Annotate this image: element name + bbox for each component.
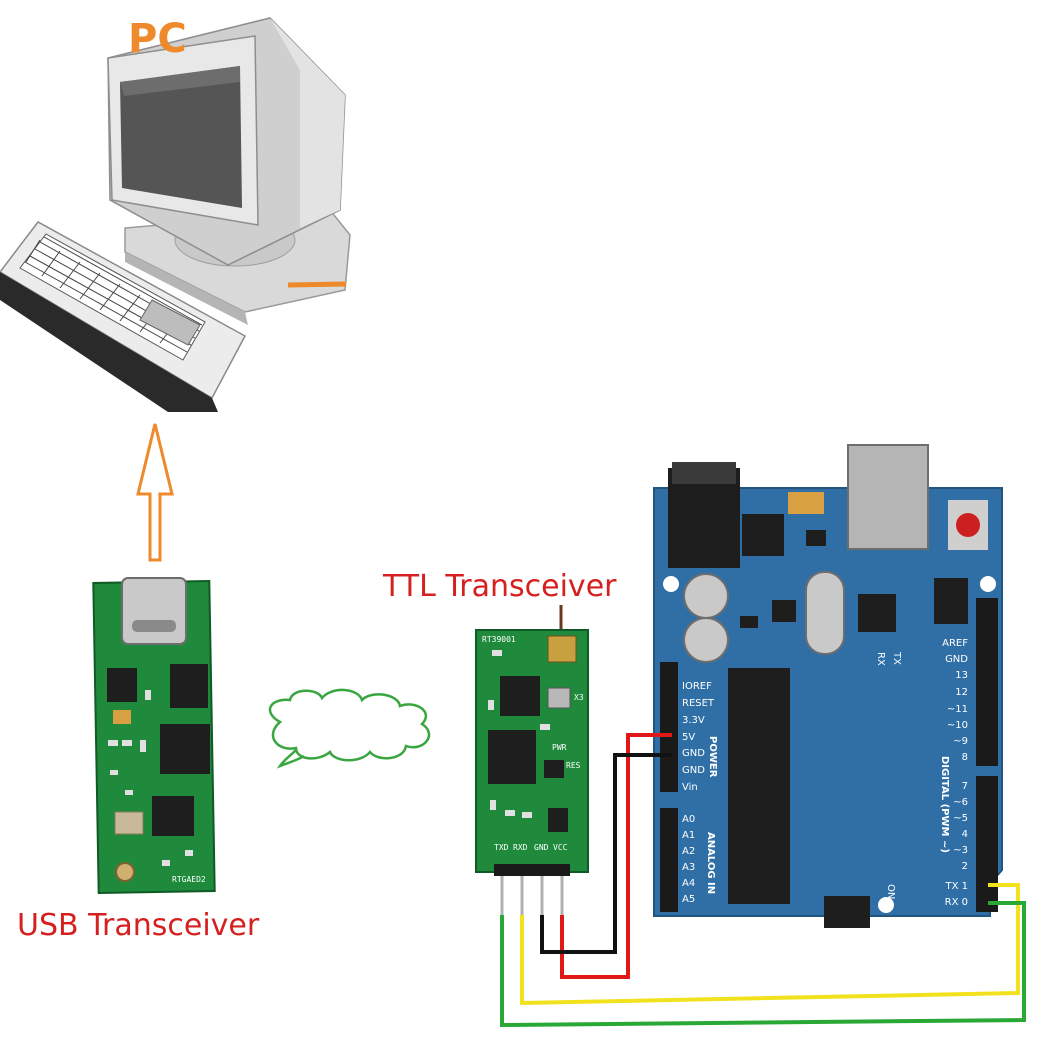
pin-3: ~3 xyxy=(953,845,968,856)
wire-rxd-tx1 xyxy=(520,883,1020,1006)
pin-reset: RESET xyxy=(682,698,715,709)
pc-label: PC xyxy=(128,16,187,62)
pin-3v3: 3.3V xyxy=(682,715,705,726)
pin-12: 12 xyxy=(955,687,968,698)
ttl-silk-x3: X3 xyxy=(574,693,584,702)
arduino-board xyxy=(653,444,1003,928)
ttl-pin-txd: TXD xyxy=(494,843,509,852)
digital-title: DIGITAL (PWM ~) xyxy=(939,756,950,853)
pin-a4: A4 xyxy=(682,878,695,889)
pin-aref: AREF xyxy=(942,638,968,649)
pin-7: 7 xyxy=(962,781,968,792)
pin-5v: 5V xyxy=(682,732,695,743)
ttl-silk-res: RES xyxy=(566,761,581,770)
analog-title: ANALOG IN xyxy=(705,832,716,894)
wireless-cloud-icon xyxy=(268,688,431,769)
ttl-silk-pwr: PWR xyxy=(552,743,567,752)
led-tx-label: TX xyxy=(891,651,902,665)
arduino-digital-pins: AREF GND 13 12 ~11 ~10 ~9 8 7 ~6 ~5 4 ~3… xyxy=(939,638,968,908)
wire-gnd-gnd xyxy=(540,753,672,954)
led-rx-label: RX xyxy=(875,652,886,666)
ttl-board-silk: RT39001 xyxy=(482,635,516,644)
pin-11: ~11 xyxy=(947,704,968,715)
pin-a5: A5 xyxy=(682,894,695,905)
ttl-pin-vcc: VCC xyxy=(553,843,568,852)
pin-a1: A1 xyxy=(682,830,695,841)
pin-6: ~6 xyxy=(953,797,968,808)
led-on-label: ON xyxy=(885,884,896,899)
upload-arrow-icon xyxy=(136,423,174,562)
ttl-transceiver-label: TTL Transceiver xyxy=(382,569,617,604)
pin-13: 13 xyxy=(955,670,968,681)
ttl-pin-gnd: GND xyxy=(534,843,549,852)
pin-tx1: TX 1 xyxy=(945,881,969,892)
pin-a3: A3 xyxy=(682,862,695,873)
ttl-transceiver-board: RT39001 PWR RES X3 TXD RXD GND VCC xyxy=(475,605,589,915)
arduino-analog-pins: A0 A1 A2 A3 A4 A5 ANALOG IN xyxy=(682,814,716,905)
arduino-power-pins: IOREF RESET 3.3V 5V GND GND Vin POWER xyxy=(682,681,718,793)
pin-2: 2 xyxy=(962,861,968,872)
wire-txd-rx0 xyxy=(500,901,1026,1028)
usb-board-silk: RTGAED2 xyxy=(172,875,206,884)
pin-gnd-1: GND xyxy=(682,748,705,759)
pin-gnd-3: GND xyxy=(945,654,968,665)
power-title: POWER xyxy=(707,736,718,778)
pin-9: ~9 xyxy=(953,736,968,747)
pin-a0: A0 xyxy=(682,814,695,825)
pin-4: 4 xyxy=(962,829,968,840)
usb-transceiver-label: USB Transceiver xyxy=(17,908,260,943)
pin-gnd-2: GND xyxy=(682,765,705,776)
pin-ioref: IOREF xyxy=(682,681,712,692)
computer-icon xyxy=(0,17,351,412)
pin-rx0: RX 0 xyxy=(945,897,968,908)
pin-8: 8 xyxy=(962,752,968,763)
pin-10: ~10 xyxy=(947,720,968,731)
pin-5: ~5 xyxy=(953,813,968,824)
usb-transceiver-board: RTGAED2 xyxy=(92,577,216,895)
pin-vin: Vin xyxy=(682,782,698,793)
wire-vcc-5v xyxy=(560,733,672,979)
pin-a2: A2 xyxy=(682,846,695,857)
ttl-pin-rxd: RXD xyxy=(513,843,528,852)
